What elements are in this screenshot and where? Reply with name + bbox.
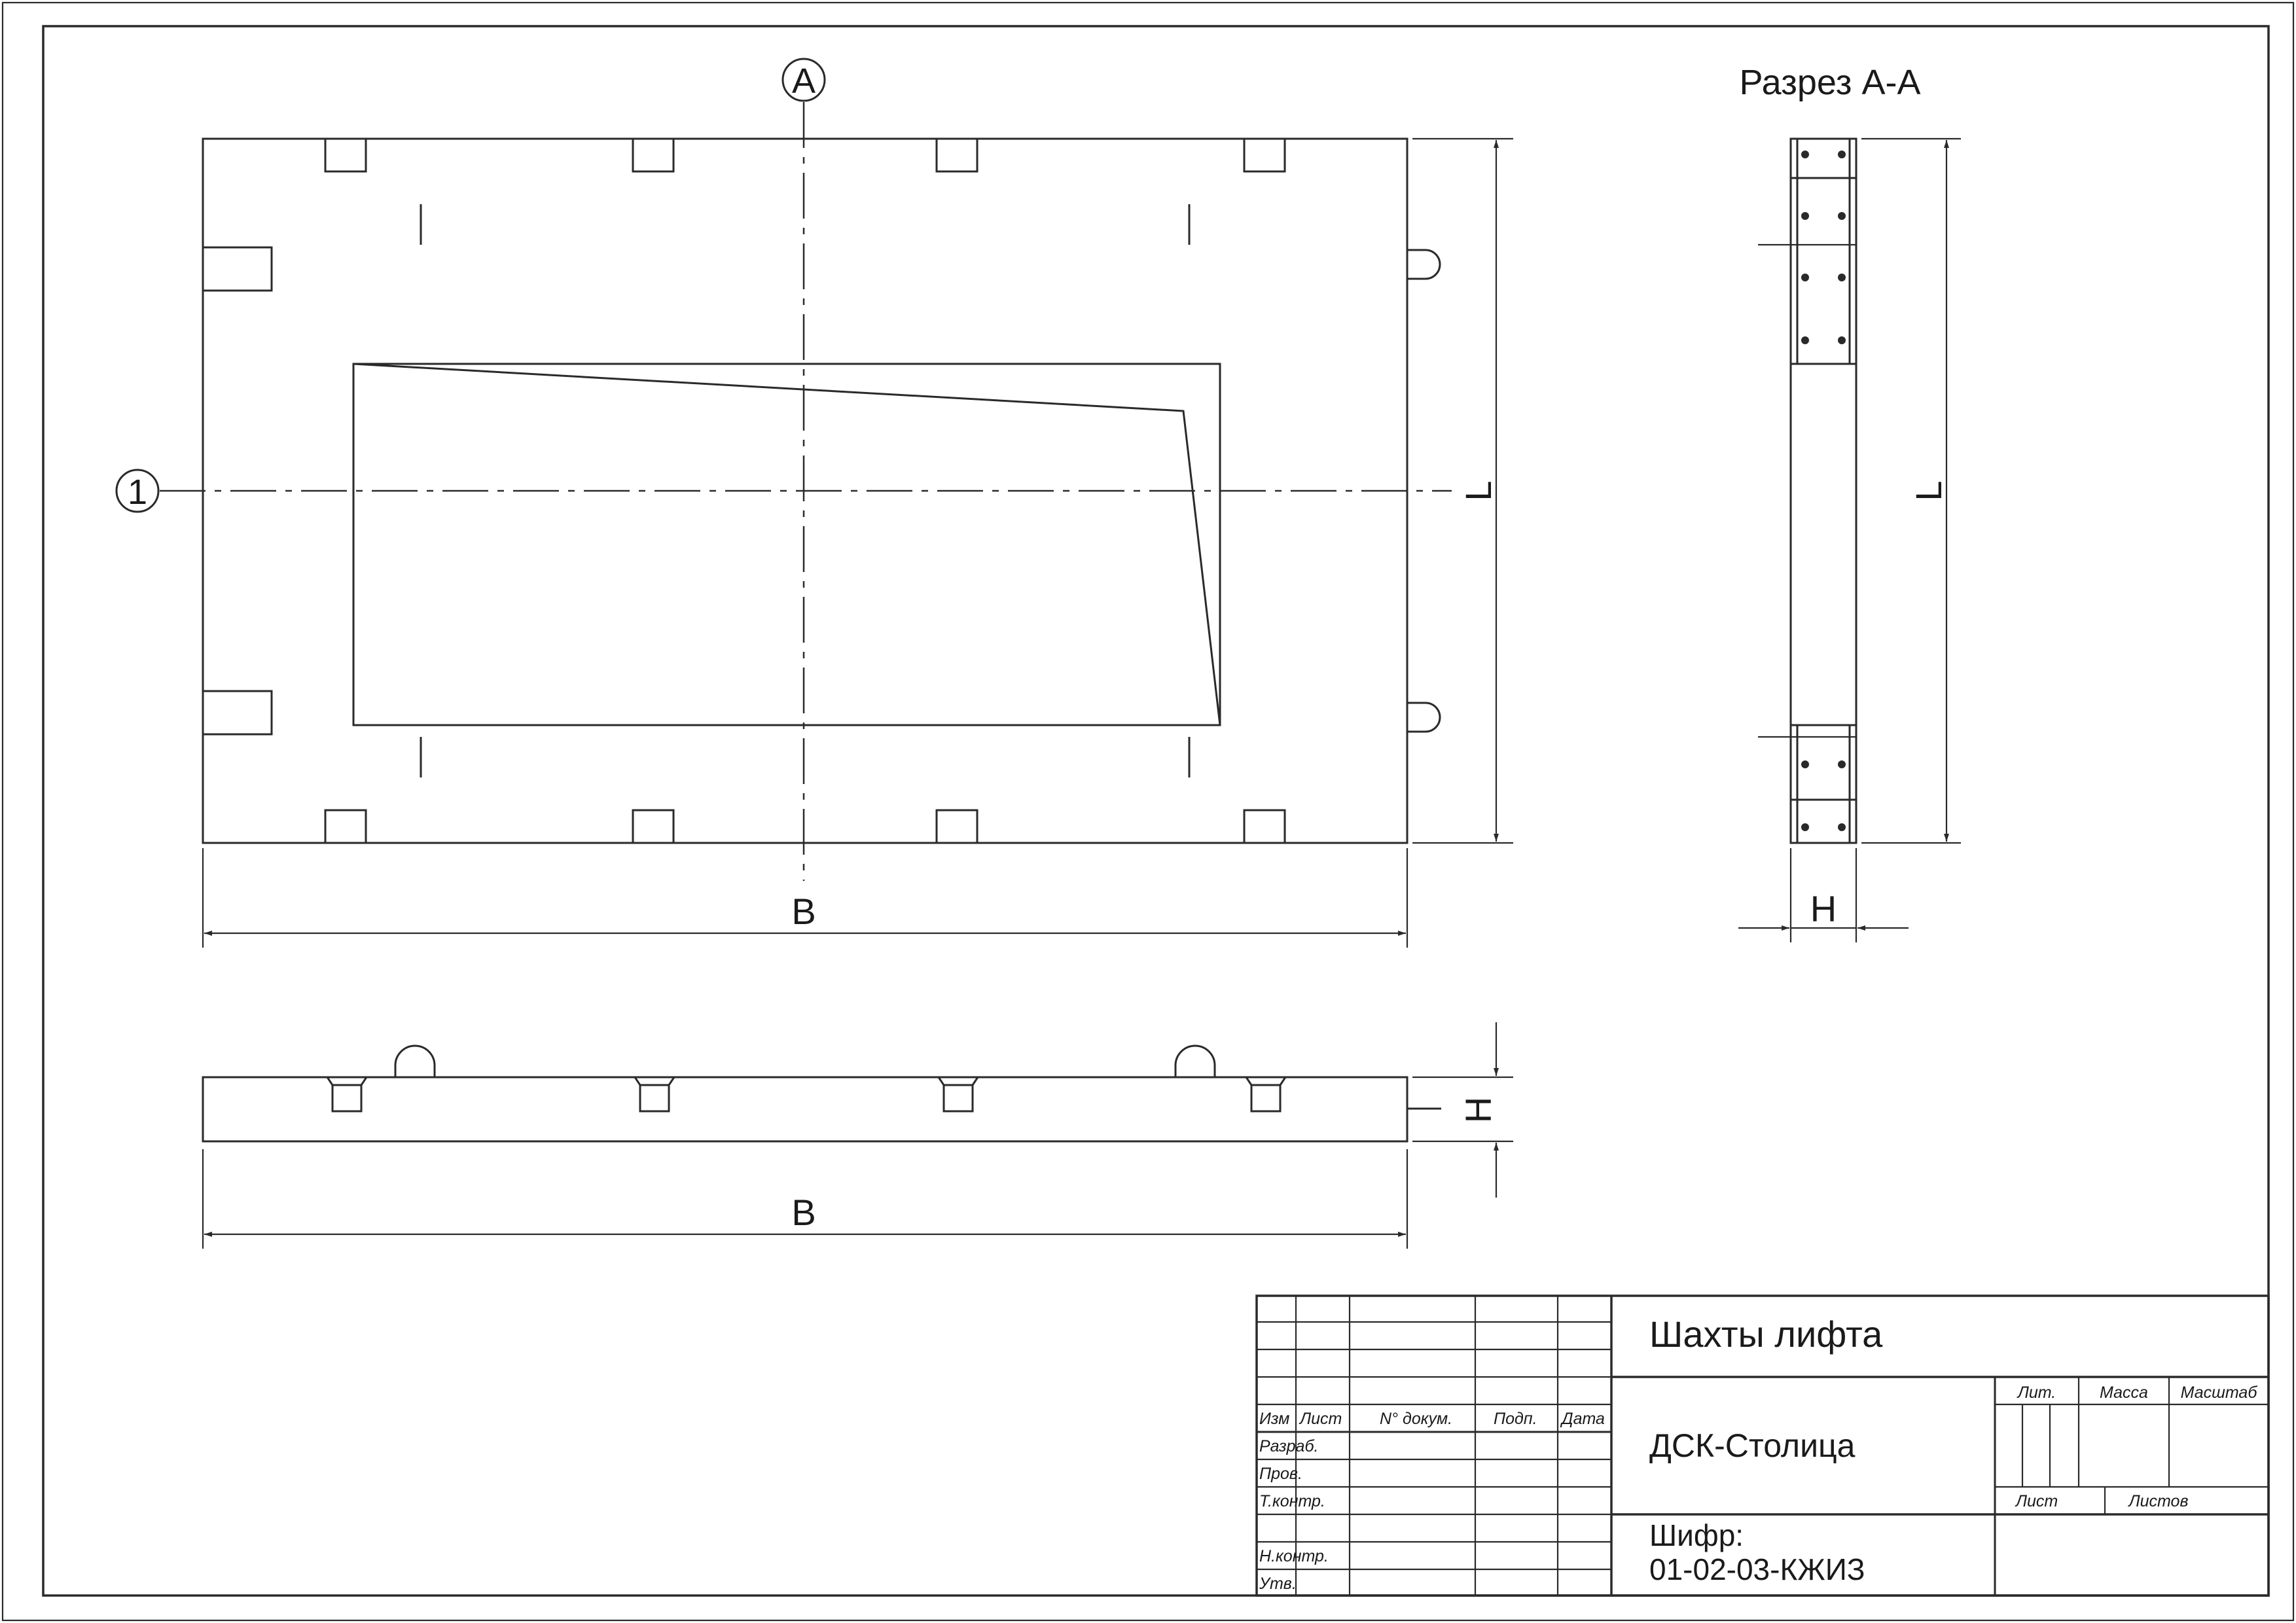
plan-view: А 1 L B <box>115 58 1513 948</box>
right-loop-top <box>1407 249 1441 280</box>
left-embed-bottom <box>203 690 273 736</box>
door-swing-line <box>353 363 1221 726</box>
section-title: Разрез А-А <box>1739 63 1920 102</box>
row-utv: Утв. <box>1259 1575 1297 1593</box>
code-value: 01-02-03-КЖИЗ <box>1649 1552 1865 1586</box>
top-embeds <box>324 139 1286 173</box>
side-embeds <box>326 1077 1287 1113</box>
project-title: Шахты лифта <box>1649 1313 1883 1355</box>
axis-a-label: А <box>792 62 816 101</box>
hdr-masshtab: Масштаб <box>2181 1383 2258 1402</box>
side-dim-label-h: H <box>1458 1097 1499 1123</box>
hdr-sheet: Лист <box>2015 1492 2058 1510</box>
title-block: Изм Лист N° докум. Подп. Дата Разраб. Пр… <box>1255 1294 2270 1597</box>
side-outline <box>202 1076 1408 1143</box>
row-prov: Пров. <box>1259 1465 1302 1483</box>
dim-label-l: L <box>1458 480 1499 501</box>
hdr-date: Дата <box>1560 1410 1605 1428</box>
organization: ДСК-Столица <box>1649 1427 1856 1464</box>
side-dim-label-b: B <box>791 1192 816 1233</box>
opening-outline <box>352 363 1221 726</box>
hdr-lit: Лит. <box>2017 1383 2056 1402</box>
right-loop-bottom <box>1407 702 1441 733</box>
hdr-list: Лист <box>1299 1410 1342 1428</box>
hdr-izm: Изм <box>1259 1410 1289 1428</box>
rebar-dots <box>1801 151 1846 831</box>
section-dim-label-h: H <box>1810 888 1837 929</box>
section-outline <box>1789 137 1857 844</box>
hdr-sheets: Листов <box>2127 1492 2188 1510</box>
left-embed-top <box>203 246 273 292</box>
hdr-sign: Подп. <box>1494 1410 1537 1428</box>
row-razrab: Разраб. <box>1259 1437 1318 1455</box>
axis-1-label: 1 <box>128 473 147 512</box>
section-dim-label-l: L <box>1908 480 1949 501</box>
hdr-massa: Масса <box>2100 1383 2148 1402</box>
hdr-doc-no: N° докум. <box>1380 1410 1452 1428</box>
code-label: Шифр: <box>1649 1518 1744 1552</box>
dim-label-b: B <box>791 891 816 932</box>
row-tkontr: Т.контр. <box>1259 1492 1325 1510</box>
drawing-frame <box>42 25 2270 1597</box>
row-nkontr: Н.контр. <box>1259 1547 1329 1565</box>
axis-a-bubble <box>781 58 826 102</box>
bottom-embeds <box>324 809 1286 843</box>
axis-1-bubble <box>115 469 160 513</box>
side-view: H B <box>202 1022 1513 1249</box>
section-a-a: Разрез А-А L H <box>1738 63 1961 942</box>
